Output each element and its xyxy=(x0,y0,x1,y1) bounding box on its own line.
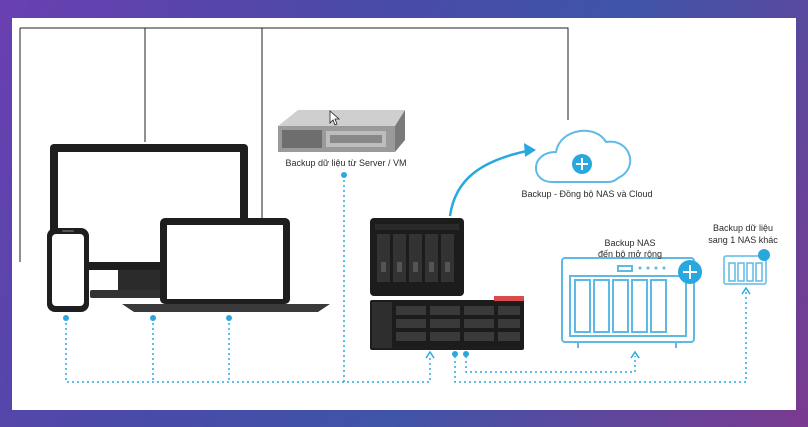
remote-nas-icon xyxy=(723,255,767,285)
nas-rackmount xyxy=(370,296,524,350)
laptop xyxy=(122,218,330,312)
label-nas-expansion-line2: đến bộ mở rộng xyxy=(598,249,662,259)
cursor-icon xyxy=(329,110,341,126)
label-server-backup: Backup dữ liệu từ Server / VM xyxy=(285,158,407,168)
cloud-icon xyxy=(535,129,631,183)
top-outline-lines xyxy=(19,27,569,262)
arrow-heads xyxy=(425,286,751,359)
label-cloud-backup: Backup - Đồng bộ NAS và Cloud xyxy=(521,189,653,199)
plus-icon-expansion xyxy=(678,260,702,284)
label-remote-nas-line2: sang 1 NAS khác xyxy=(708,235,778,245)
dotted-connections xyxy=(65,175,747,383)
label-remote-nas-line1: Backup dữ liệu xyxy=(712,223,774,233)
expansion-unit-dots xyxy=(638,266,666,270)
smartphone xyxy=(47,228,89,312)
cloud-arrow xyxy=(448,143,536,217)
rack-server xyxy=(278,110,405,152)
connection-dots xyxy=(63,172,469,357)
label-nas-expansion-line1: Backup NAS xyxy=(604,238,656,248)
remote-nas-dot xyxy=(758,249,770,261)
nas-5bay xyxy=(370,218,464,296)
expansion-unit-icon xyxy=(561,257,695,348)
